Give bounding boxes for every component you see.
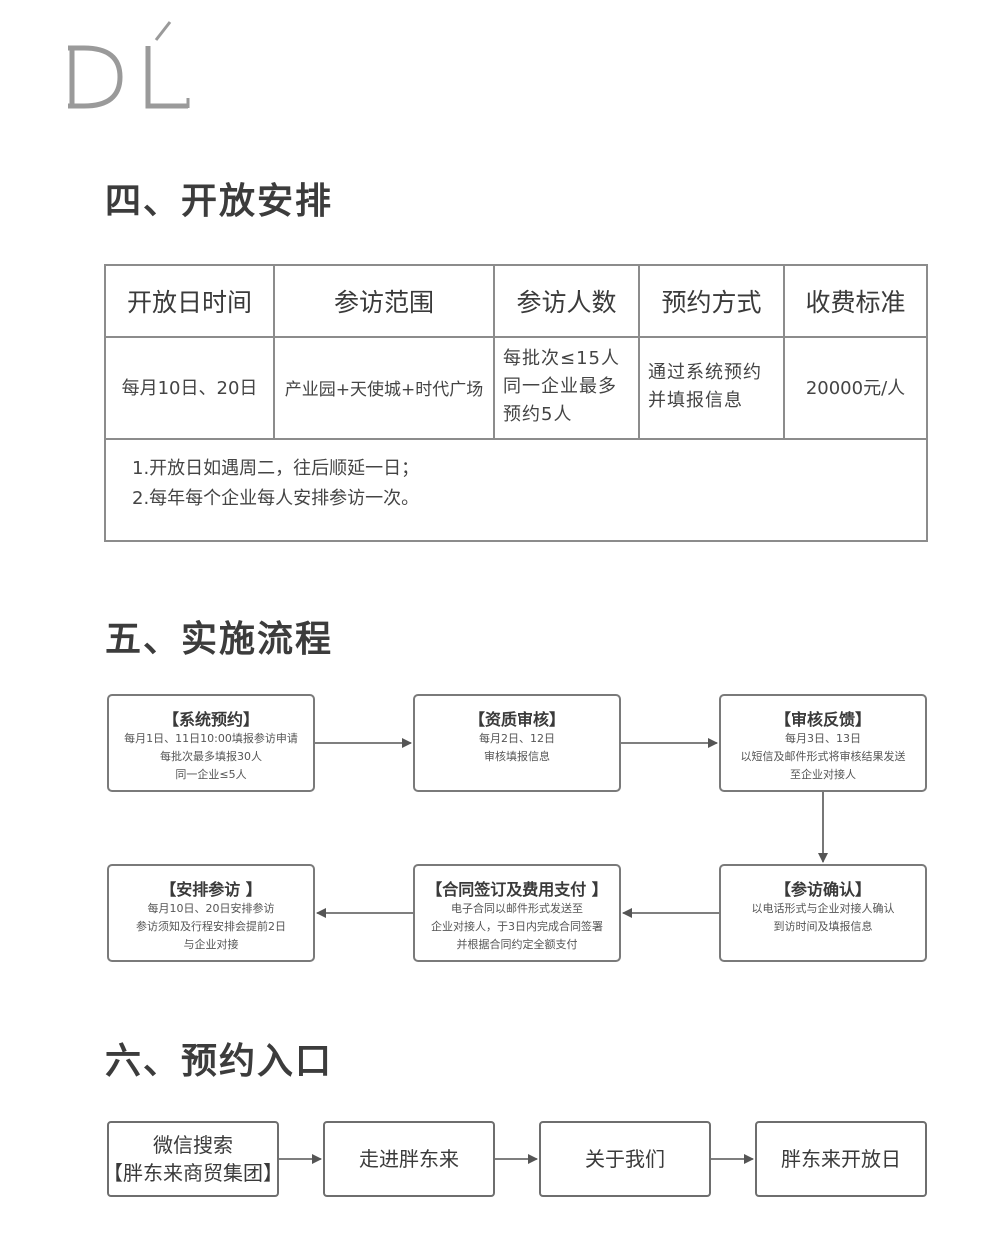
flow-step-line: 参访须知及行程安排会提前2日 [136, 920, 286, 933]
flow-step-line: 同一企业≤5人 [175, 768, 247, 781]
flow-step-arrange-visit: 【安排参访 】 每月10日、20日安排参访 参访须知及行程安排会提前2日 与企业… [107, 864, 315, 962]
entry-step-wechat-search: 微信搜索 【胖东来商贸集团】 [103, 1121, 283, 1197]
table-row: 每月10日、20日 产业园+天使城+时代广场 每批次≤15人 同一企业最多 预约… [106, 336, 926, 440]
booking-method-cell: 通过系统预约 并填报信息 [640, 336, 785, 438]
flow-step-line: 每月3日、13日 [785, 732, 861, 745]
booking-method-line: 并填报信息 [648, 390, 743, 411]
flow-step-qualification-review: 【资质审核】 每月2日、12日 审核填报信息 [413, 694, 621, 792]
visitor-count-line: 预约5人 [503, 404, 573, 425]
flow-step-title: 【审核反馈】 [774, 710, 871, 729]
flow-step-line: 每批次最多填报30人 [160, 750, 262, 763]
section-title-process: 五、实施流程 [105, 619, 334, 660]
flow-step-title: 【合同签订及费用支付 】 [426, 880, 608, 899]
flow-step-title: 【资质审核】 [468, 710, 565, 729]
entry-step-label: 走进胖东来 [359, 1147, 459, 1171]
dl-logo-icon [68, 21, 190, 109]
visitor-count-cell: 每批次≤15人 同一企业最多 预约5人 [495, 336, 640, 438]
visitor-count-line: 同一企业最多 [503, 376, 617, 397]
flow-step-line: 每月10日、20日安排参访 [147, 902, 275, 915]
table-header-row: 开放日时间 参访范围 参访人数 预约方式 收费标准 [106, 266, 926, 338]
flow-step-line: 每月2日、12日 [479, 732, 555, 745]
table-notes: 1.开放日如遇周二，往后顺延一日； 2.每年每个企业每人安排参访一次。 [132, 454, 419, 514]
flow-step-review-feedback: 【审核反馈】 每月3日、13日 以短信及邮件形式将审核结果发送 至企业对接人 [719, 694, 927, 792]
flow-step-visit-confirmation: 【参访确认】 以电话形式与企业对接人确认 到访时间及填报信息 [719, 864, 927, 962]
entry-step-open-day: 胖东来开放日 [755, 1121, 927, 1197]
table-header: 参访范围 [275, 266, 495, 336]
flow-step-line: 电子合同以邮件形式发送至 [451, 902, 583, 915]
entry-step-label: 胖东来开放日 [781, 1147, 901, 1171]
entry-step-enter-pangdonglai: 走进胖东来 [323, 1121, 495, 1197]
flow-step-contract-payment: 【合同签订及费用支付 】 电子合同以邮件形式发送至 企业对接人，于3日内完成合同… [413, 864, 621, 962]
flow-step-title: 【系统预约】 [162, 710, 259, 729]
table-header: 收费标准 [805, 288, 906, 317]
flow-step-line: 以短信及邮件形式将审核结果发送 [740, 750, 906, 763]
note-line: 1.开放日如遇周二，往后顺延一日； [132, 458, 420, 479]
entry-step-label: 关于我们 [585, 1147, 665, 1171]
fee-cell: 20000元/人 [805, 378, 906, 399]
flow-step-line: 以电话形式与企业对接人确认 [751, 902, 895, 915]
section-title-open-schedule: 四、开放安排 [105, 181, 334, 222]
table-header: 开放日时间 [106, 266, 275, 336]
note-line: 2.每年每个企业每人安排参访一次。 [132, 488, 420, 509]
entry-step-label: 微信搜索 [153, 1133, 233, 1157]
visitor-count-line: 每批次≤15人 [503, 348, 620, 369]
open-schedule-table: 开放日时间 参访范围 参访人数 预约方式 收费标准 每月10日、20日 产业园+… [104, 264, 928, 542]
flow-step-system-booking: 【系统预约】 每月1日、11日10:00填报参访申请 每批次最多填报30人 同一… [107, 694, 315, 792]
flow-step-line: 审核填报信息 [484, 750, 550, 763]
entry-step-about-us: 关于我们 [539, 1121, 711, 1197]
flow-step-title: 【安排参访 】 [160, 880, 262, 899]
section-title-booking-entry: 六、预约入口 [105, 1041, 334, 1082]
flow-step-line: 至企业对接人 [790, 768, 856, 781]
table-header: 预约方式 [640, 266, 785, 336]
open-time-cell: 每月10日、20日 [106, 336, 275, 438]
flow-step-line: 企业对接人，于3日内完成合同签署 [431, 920, 603, 933]
entry-step-label: 【胖东来商贸集团】 [103, 1161, 283, 1185]
visit-scope-cell: 产业园+天使城+时代广场 [275, 336, 495, 438]
flow-step-line: 并根据合同约定全额支付 [456, 938, 578, 951]
table-header: 参访人数 [495, 266, 640, 336]
flow-step-title: 【参访确认】 [774, 880, 871, 899]
flow-step-line: 与企业对接 [183, 938, 239, 951]
flow-step-line: 每月1日、11日10:00填报参访申请 [124, 732, 298, 745]
booking-method-line: 通过系统预约 [648, 362, 762, 383]
flow-step-line: 到访时间及填报信息 [773, 920, 873, 933]
